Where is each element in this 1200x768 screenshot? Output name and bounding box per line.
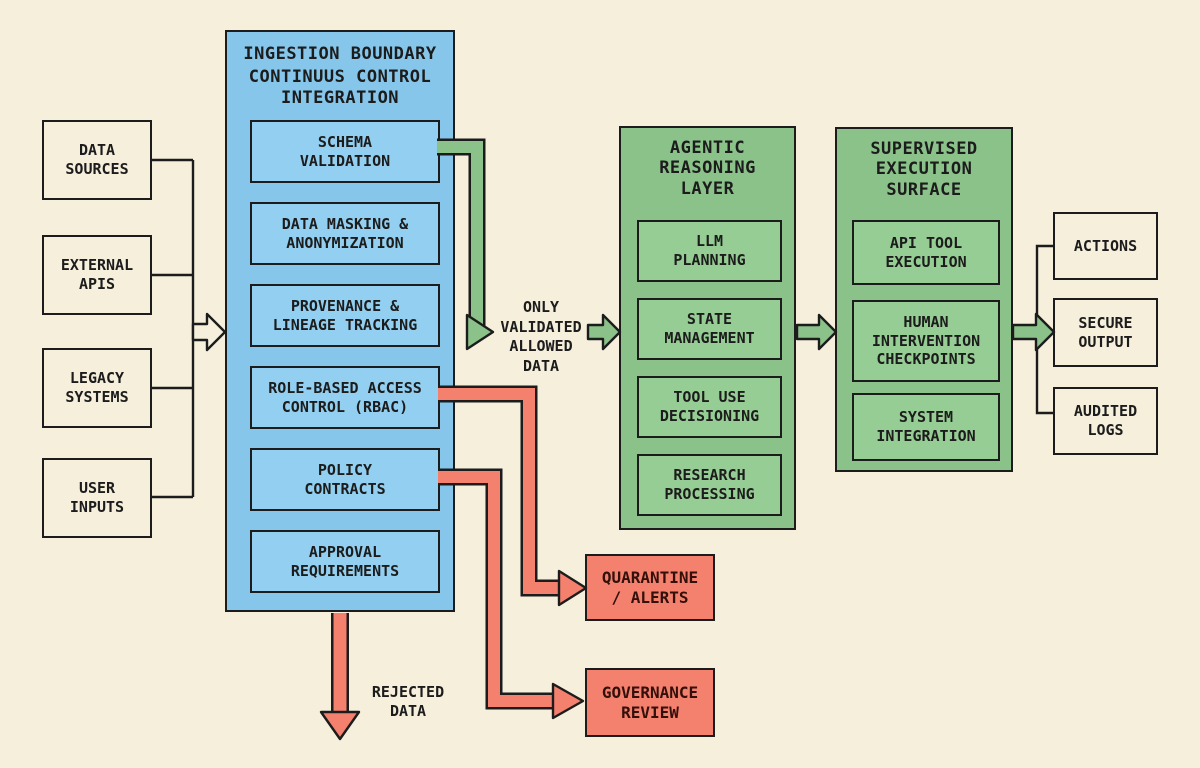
panel-agentic-reasoning: AGENTIC REASONING LAYER LLM PLANNING STA… [619,126,796,530]
node-approval-requirements: APPROVAL REQUIREMENTS [250,530,440,593]
node-policy-contracts: POLICY CONTRACTS [250,448,440,511]
output-branch-lines [1035,244,1053,415]
node-schema-validation: SCHEMA VALIDATION [250,120,440,183]
governance-band [438,471,554,707]
node-data-sources: DATA SOURCES [42,120,152,200]
node-audited-logs: AUDITED LOGS [1053,387,1158,455]
governance-arrowhead [551,682,585,720]
node-secure-output: SECURE OUTPUT [1053,298,1158,367]
panel-ingestion-boundary: INGESTION BOUNDARY CONTINUUS CONTROL INT… [225,30,455,612]
node-data-masking: DATA MASKING & ANONYMIZATION [250,202,440,265]
node-actions: ACTIONS [1053,212,1158,280]
panel-supervised-execution: SUPERVISED EXECUTION SURFACE API TOOL EX… [835,127,1013,472]
ingest-arrow [191,312,227,352]
arrow-agentic-to-supervised [795,313,838,351]
label-only-validated-data: ONLY VALIDATED ALLOWED DATA [500,298,582,375]
node-user-inputs: USER INPUTS [42,458,152,538]
validated-band-arrowhead [465,313,495,351]
node-tool-use-decisioning: TOOL USE DECISIONING [637,376,782,438]
node-legacy-systems: LEGACY SYSTEMS [42,348,152,428]
quarantine-band-outline [438,385,560,597]
node-quarantine-alerts: QUARANTINE / ALERTS [585,554,715,621]
ingestion-subtitle: CONTINUUS CONTROL INTEGRATION [248,67,432,108]
node-governance-review: GOVERNANCE REVIEW [585,668,715,737]
governance-band-outline [438,468,554,710]
node-provenance-lineage: PROVENANCE & LINEAGE TRACKING [250,284,440,347]
agentic-title: AGENTIC REASONING LAYER [659,138,756,199]
quarantine-arrowhead [557,569,588,607]
source-merge-lines [152,158,195,499]
node-state-management: STATE MANAGEMENT [637,298,782,360]
node-research-processing: RESEARCH PROCESSING [637,454,782,516]
rejected-arrowhead [319,710,361,741]
node-rbac: ROLE-BASED ACCESS CONTROL (RBAC) [250,366,440,429]
node-llm-planning: LLM PLANNING [637,220,782,282]
arrow-supervised-to-outputs [1011,312,1056,352]
arrow-validated-to-agentic [586,313,622,351]
node-system-integration: SYSTEM INTEGRATION [852,393,1000,461]
node-api-tool-execution: API TOOL EXECUTION [852,220,1000,285]
node-human-intervention: HUMAN INTERVENTION CHECKPOINTS [852,300,1000,382]
supervised-title: SUPERVISED EXECUTION SURFACE [870,139,978,200]
label-rejected-data: REJECTED DATA [371,682,445,721]
node-external-apis: EXTERNAL APIS [42,235,152,315]
ingestion-title: INGESTION BOUNDARY [243,44,437,64]
quarantine-band [438,388,560,594]
